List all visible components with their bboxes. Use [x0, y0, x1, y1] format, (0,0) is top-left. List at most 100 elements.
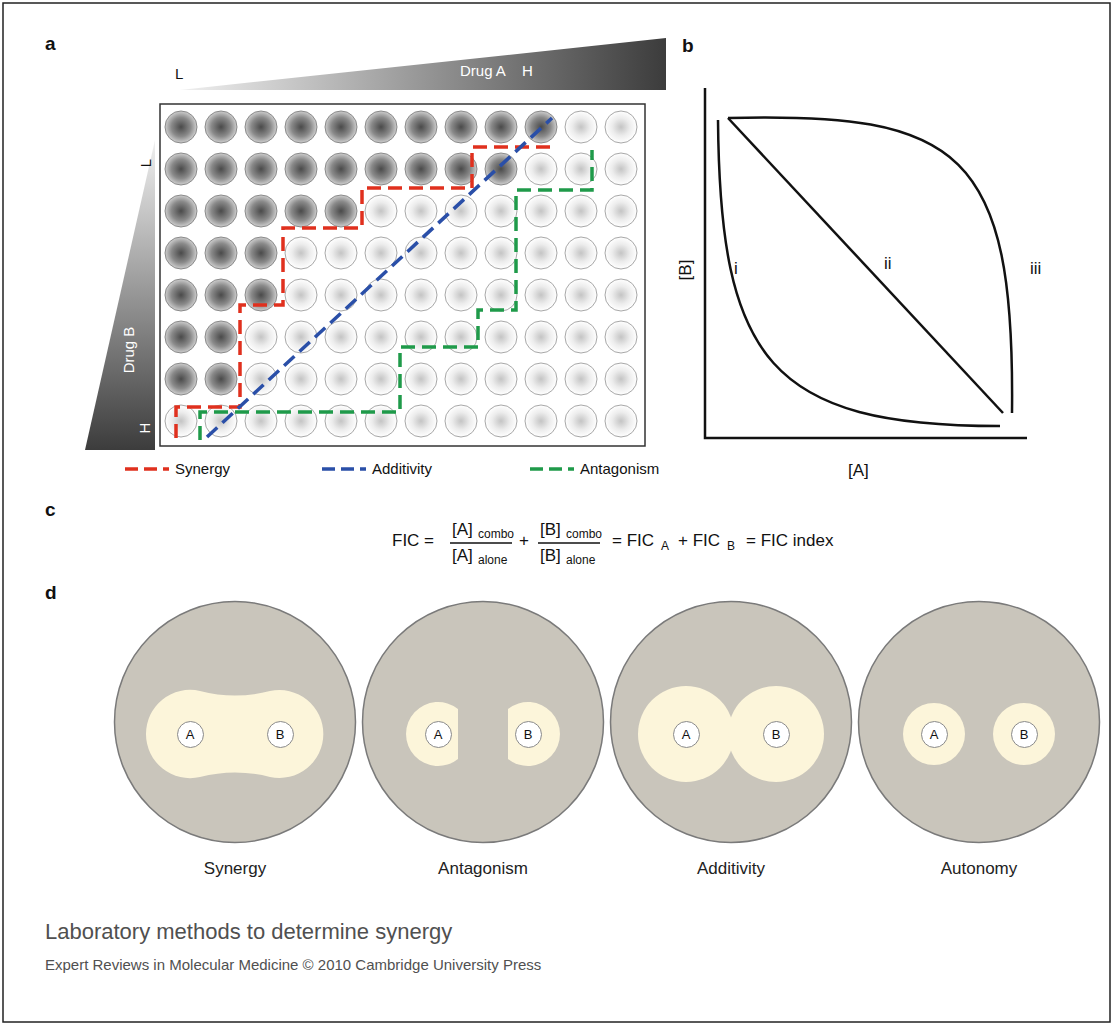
- clear-well: [565, 363, 597, 395]
- equation-subscript-box: alone: [566, 554, 595, 567]
- clear-well: [605, 195, 637, 227]
- dish-outline: [609, 600, 853, 844]
- clear-well: [525, 405, 557, 437]
- inhibition-zone: [638, 686, 734, 782]
- high-mark: H: [136, 423, 153, 434]
- disk-letter: B: [524, 727, 533, 742]
- disk-letter: A: [930, 727, 939, 742]
- curve-label-box: i: [734, 260, 738, 279]
- antibiotic-disk: A: [177, 721, 204, 748]
- drug-a-wedge: [180, 38, 666, 90]
- clear-well: [565, 405, 597, 437]
- dish-outline: [857, 600, 1101, 844]
- equation-subscript-box: combo: [566, 528, 602, 541]
- dish-caption-box: Antagonism: [434, 860, 532, 879]
- antibiotic-disk: A: [425, 721, 452, 748]
- growth-well: [405, 153, 437, 185]
- low-mark: L: [175, 65, 183, 82]
- legend-text: Additivity: [372, 460, 432, 477]
- axis-title-box: Drug B: [121, 327, 138, 374]
- axis-title: [B]: [676, 260, 695, 281]
- clear-well: [445, 363, 477, 395]
- curve-label: ii: [884, 254, 892, 273]
- growth-well: [365, 153, 397, 185]
- antagonism-curve: [728, 117, 1012, 413]
- panel-letter-box: b: [682, 36, 694, 57]
- wells: [165, 111, 637, 437]
- axis-title-box: [B]: [677, 260, 696, 281]
- dish-caption: Autonomy: [941, 859, 1018, 878]
- antagonism-line: [200, 150, 592, 440]
- antibiotic-disk: B: [763, 721, 790, 748]
- clear-well: [525, 195, 557, 227]
- growth-well: [245, 153, 277, 185]
- disk-letter: A: [682, 727, 691, 742]
- equation-subscript-box: combo: [478, 528, 514, 541]
- disk-letter: B: [772, 727, 781, 742]
- growth-well: [165, 111, 197, 143]
- legend-dash: [530, 467, 574, 471]
- growth-well: [325, 195, 357, 227]
- panel-letter-box: a: [45, 34, 56, 55]
- antibiotic-disk: B: [515, 721, 542, 748]
- growth-well: [205, 237, 237, 269]
- antibiotic-disk: A: [921, 721, 948, 748]
- equation-term-box: = FIC: [612, 532, 654, 551]
- clear-well: [565, 195, 597, 227]
- clear-well: [605, 237, 637, 269]
- equation-term: [B]: [540, 520, 561, 539]
- legend-swatch: [322, 464, 366, 474]
- inhibition-zone: [406, 702, 458, 766]
- antibiotic-disk: A: [673, 721, 700, 748]
- clear-well: [365, 279, 397, 311]
- equation-term-box: [B]: [540, 547, 561, 566]
- clear-well: [485, 195, 517, 227]
- figure-title: Laboratory methods to determine synergy: [45, 919, 452, 944]
- inhibition-zone: [993, 703, 1055, 765]
- dish-outline: [113, 600, 357, 844]
- equation-subscript: alone: [566, 553, 595, 567]
- clear-well: [445, 405, 477, 437]
- disk-letter: B: [276, 727, 285, 742]
- petri-dish: AdditivityAB: [609, 600, 853, 844]
- growth-well: [445, 111, 477, 143]
- clear-well: [245, 405, 277, 437]
- high-mark-box: H: [137, 423, 154, 434]
- inhibition-zone: [728, 686, 824, 782]
- inhibition-zone: [146, 690, 323, 778]
- additivity-curve: [728, 118, 1003, 413]
- clear-well: [365, 363, 397, 395]
- low-mark-box: L: [175, 66, 183, 83]
- figure-border: [3, 3, 1110, 1022]
- equation-term-box: +: [519, 532, 529, 551]
- legend-text: Synergy: [175, 460, 230, 477]
- legend-item: Additivity: [322, 460, 432, 477]
- equation-subscript-box: B: [727, 540, 735, 553]
- growth-well: [165, 237, 197, 269]
- legend-item: Synergy: [125, 460, 230, 477]
- dish-outline: [361, 600, 605, 844]
- axis-title-box: [A]: [848, 462, 869, 481]
- dish-caption: Synergy: [204, 859, 266, 878]
- dish-caption: Antagonism: [438, 859, 528, 878]
- clear-well: [565, 111, 597, 143]
- high-mark-box: H: [522, 63, 533, 80]
- agar-plate: [363, 602, 604, 843]
- equation-term-box: [A]: [452, 521, 473, 540]
- growth-well: [245, 237, 277, 269]
- disk-letter: B: [1020, 727, 1029, 742]
- dish-caption-box: Additivity: [693, 860, 769, 879]
- growth-well: [405, 111, 437, 143]
- caption-box: Expert Reviews in Molecular Medicine © 2…: [45, 957, 541, 974]
- equation-term: + FIC: [678, 531, 720, 550]
- panel-letter: a: [45, 33, 56, 54]
- equation-term: [B]: [540, 546, 561, 565]
- dish-caption-box: Synergy: [200, 860, 270, 879]
- title-box: Laboratory methods to determine synergy: [45, 920, 452, 944]
- equation-term: = FIC index: [746, 531, 833, 550]
- fraction-bar: [538, 542, 600, 543]
- well-plate: [160, 104, 645, 446]
- clear-well: [405, 405, 437, 437]
- clear-well: [365, 195, 397, 227]
- clear-well: [605, 111, 637, 143]
